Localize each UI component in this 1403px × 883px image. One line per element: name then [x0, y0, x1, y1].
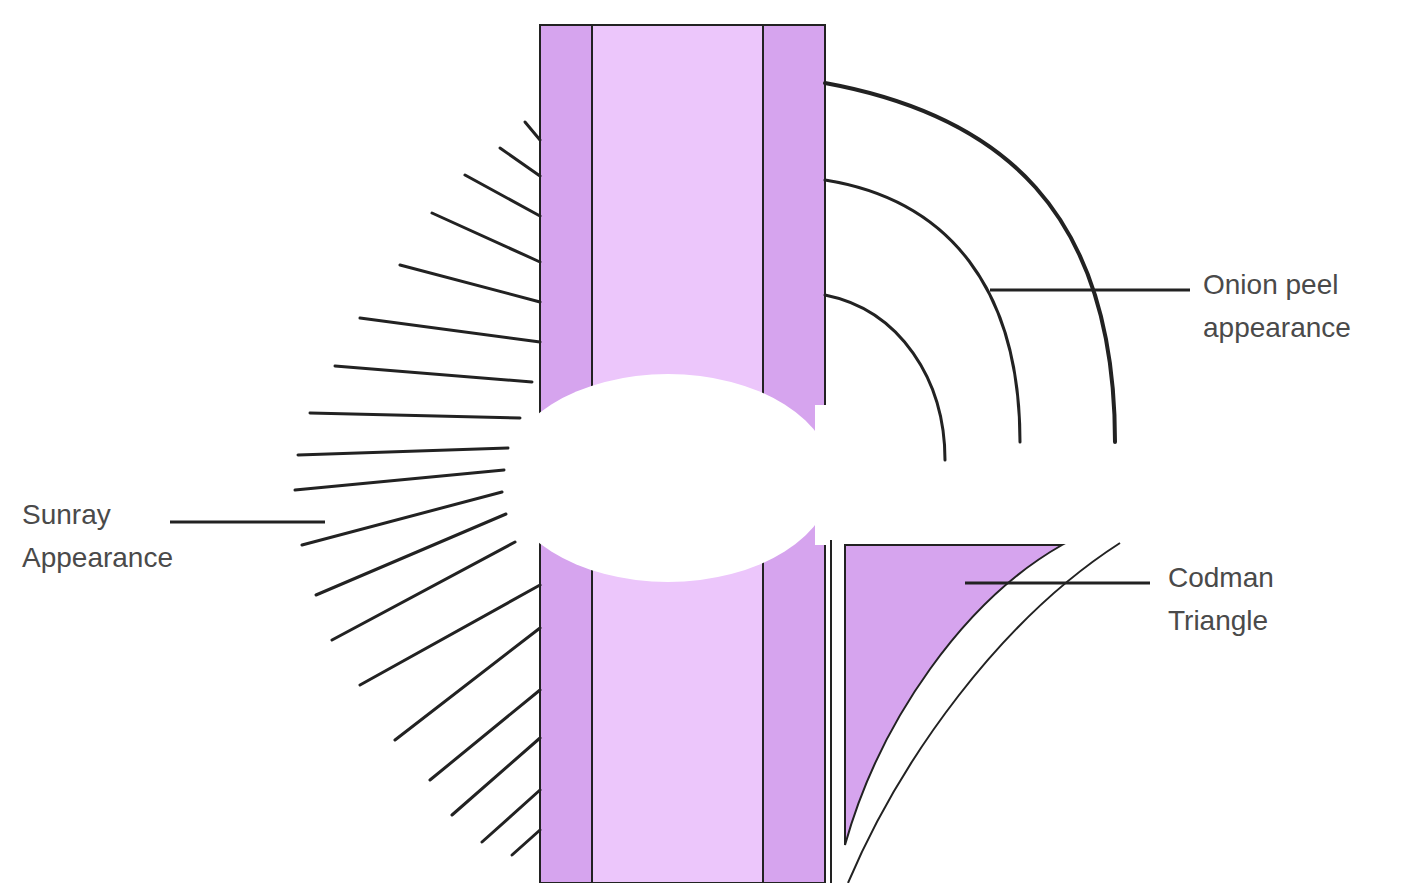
- lesion: [503, 374, 833, 582]
- leader-lines: [170, 290, 1190, 583]
- cortex-break: [815, 405, 855, 545]
- callout-label: Sunray Appearance: [22, 493, 222, 580]
- callout-label: Codman Triangle: [1168, 556, 1333, 643]
- cortex-edge: [830, 540, 832, 883]
- codman-triangle: [845, 543, 1120, 883]
- cortex-gap: [826, 540, 844, 883]
- sunray-spicules: [295, 122, 540, 855]
- callout-label: Onion peel appearance: [1203, 263, 1398, 350]
- onion-peel-layers: [825, 83, 1115, 460]
